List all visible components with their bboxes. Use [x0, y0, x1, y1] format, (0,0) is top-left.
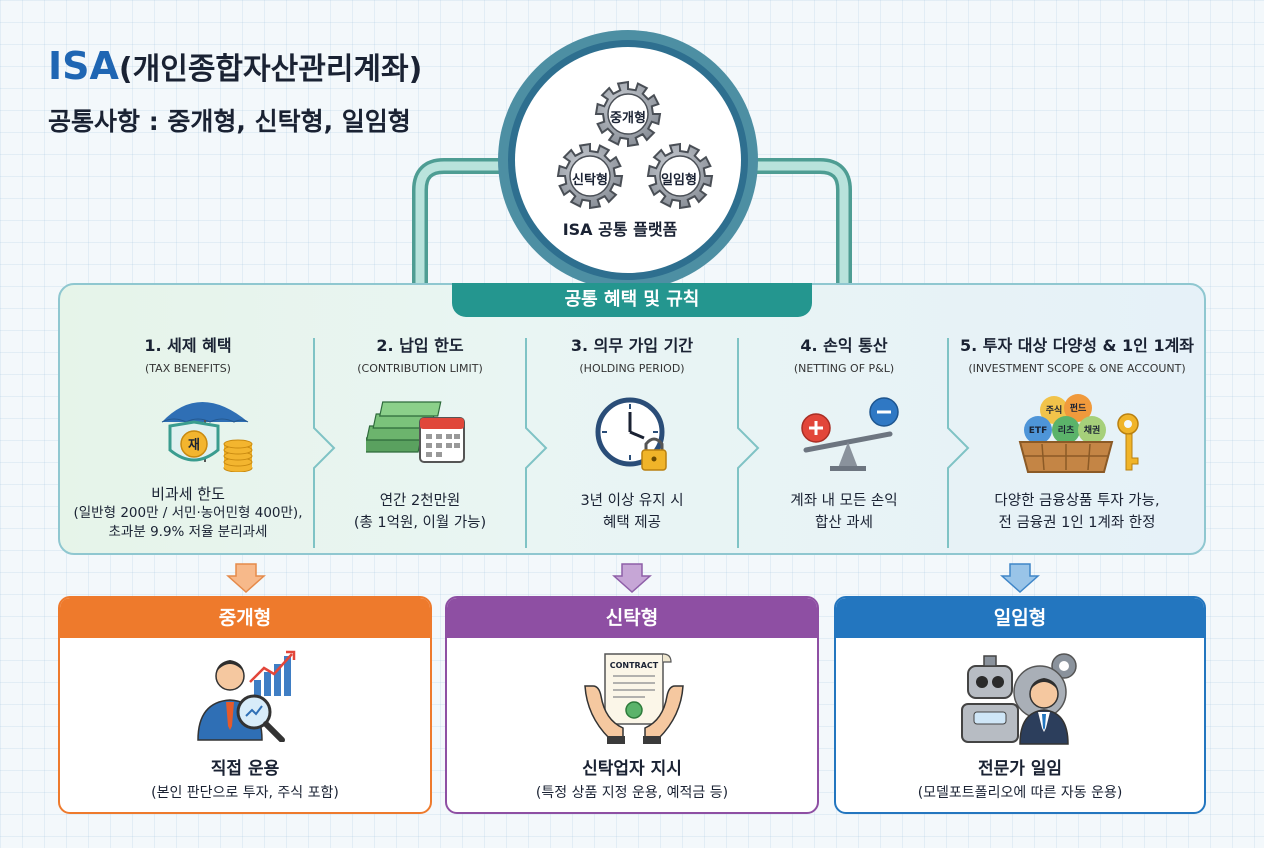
desc-line: 3년 이상 유지 시 — [580, 493, 684, 509]
type-card-header: 신탁형 — [447, 598, 817, 638]
type-card-note: (모델포트폴리오에 따른 자동 운용) — [917, 785, 1123, 801]
down-arrow-icon — [612, 563, 652, 594]
type-card-brokerage: 중개형 직접 운용 (본인 판단으로 투자, 주식 포함) — [58, 596, 432, 814]
type-card-main: 신탁업자 지시 — [582, 759, 682, 779]
type-card-trust: 신탁형 CONTRACT 신탁업자 지시 (특정 상품 지정 운용, 예적금 등… — [445, 596, 819, 814]
desc-line: (일반형 200만 / 서민·농어민형 400만), — [73, 505, 303, 521]
benefit-subtitle: (CONTRIBUTION LIMIT) — [357, 362, 483, 375]
benefit-subtitle: (NETTING OF P&L) — [793, 362, 895, 375]
contract-label: CONTRACT — [610, 661, 659, 670]
type-card-discretionary: 일임형 전문가 일임 (모델포트폴리오에 따른 자동 운용) — [834, 596, 1206, 814]
balance-scale-icon — [801, 397, 899, 471]
chevron-divider — [313, 338, 336, 548]
type-card-main: 전문가 일임 — [977, 759, 1063, 779]
desc-line: (총 1억원, 이월 가능) — [353, 515, 487, 531]
connector-pipes — [412, 158, 852, 293]
benefit-desc: 다양한 금융상품 투자 가능, 전 금융권 1인 1계좌 한정 — [952, 490, 1202, 534]
page-subtitle: 공통사항 : 중개형, 신탁형, 일임형 — [48, 107, 411, 136]
benefit-holding: 3. 의무 가입 기간 (HOLDING PERIOD) 3년 이상 유지 시 … — [534, 332, 730, 547]
type-card-main: 직접 운용 — [210, 759, 280, 779]
down-arrow-icon — [1000, 563, 1040, 594]
basket-label-reits: 리츠 — [1058, 424, 1075, 436]
desc-line: 혜택 제공 — [603, 515, 661, 531]
clock-lock-icon — [595, 397, 667, 471]
desc-line: 비과세 한도 — [151, 485, 225, 503]
benefit-title: 4. 손익 통산 — [800, 336, 888, 355]
benefit-desc: 계좌 내 모든 손익 합산 과세 — [746, 490, 942, 534]
type-card-header: 일임형 — [836, 598, 1204, 638]
platform-circle — [498, 30, 758, 290]
type-card-note: (본인 판단으로 투자, 주식 포함) — [151, 785, 339, 801]
benefit-title: 3. 의무 가입 기간 — [570, 336, 694, 355]
benefit-desc: 연간 2천만원 (총 1억원, 이월 가능) — [322, 490, 518, 534]
benefit-title: 2. 납입 한도 — [376, 336, 464, 355]
page-title: ISA(개인종합자산관리계좌) — [48, 44, 422, 88]
gear-label-trust: 신탁형 — [572, 173, 608, 188]
basket-label-funds: 펀드 — [1070, 402, 1087, 414]
desc-line: 전 금융권 1인 1계좌 한정 — [998, 515, 1156, 531]
basket-label-etf: ETF — [1029, 426, 1047, 436]
benefit-title: 5. 투자 대상 다양성 & 1인 1계좌 — [959, 336, 1195, 355]
chevron-divider — [525, 338, 548, 548]
coin-label: 재 — [188, 438, 200, 453]
desc-line: 연간 2천만원 — [379, 493, 461, 509]
gear-center — [659, 155, 701, 197]
platform-label: ISA 공통 플랫폼 — [562, 220, 678, 239]
robot-advisor-icon — [961, 653, 1077, 745]
investor-magnifier-chart-icon — [197, 650, 296, 742]
desc-line: 계좌 내 모든 손익 — [790, 493, 898, 509]
gear-icon — [556, 80, 714, 210]
investment-basket-icon: 주식 펀드 ETF 리츠 채권 — [1018, 394, 1139, 473]
type-card-note: (특정 상품 지정 운용, 예적금 등) — [535, 785, 729, 801]
cash-calendar-icon — [366, 401, 465, 463]
down-arrow-icon — [226, 563, 266, 594]
desc-line: 합산 과세 — [815, 515, 873, 531]
platform-graphic — [412, 30, 852, 293]
gear-center — [569, 155, 611, 197]
benefit-title: 1. 세제 혜택 — [144, 336, 232, 355]
benefit-desc: 3년 이상 유지 시 혜택 제공 — [534, 490, 730, 534]
gear-center — [607, 93, 649, 135]
basket-label-bonds: 채권 — [1084, 424, 1101, 436]
gear-label-brokerage: 중개형 — [610, 111, 646, 126]
desc-line: 초과분 9.9% 저율 분리과세 — [108, 524, 268, 540]
benefit-scope: 5. 투자 대상 다양성 & 1인 1계좌 (INVESTMENT SCOPE … — [952, 332, 1202, 547]
contract-hands-icon: CONTRACT — [584, 653, 684, 744]
benefit-netting: 4. 손익 통산 (NETTING OF P&L) 계좌 내 모든 손익 합산 … — [746, 332, 942, 547]
chevron-divider — [737, 338, 760, 548]
benefit-subtitle: (HOLDING PERIOD) — [579, 362, 685, 375]
chevron-divider — [947, 338, 970, 548]
benefit-subtitle: (INVESTMENT SCOPE & ONE ACCOUNT) — [968, 362, 1186, 375]
benefit-contribution: 2. 납입 한도 (CONTRIBUTION LIMIT) 연간 2천만원 (총… — [322, 332, 518, 547]
title-rest: (개인종합자산관리계좌) — [118, 52, 423, 87]
benefit-subtitle: (TAX BENEFITS) — [145, 362, 231, 375]
basket-label-stocks: 주식 — [1046, 404, 1063, 416]
type-card-header: 중개형 — [60, 598, 430, 638]
gear-label-discretionary: 일임형 — [661, 173, 697, 188]
desc-line: 다양한 금융상품 투자 가능, — [994, 493, 1160, 509]
common-benefits-header: 공통 혜택 및 규칙 — [452, 283, 812, 317]
benefit-desc: 비과세 한도 (일반형 200만 / 서민·농어민형 400만), 초과분 9.… — [62, 485, 314, 542]
title-isa: ISA — [48, 44, 119, 88]
benefit-tax: 1. 세제 혜택 (TAX BENEFITS) 재 비과세 한도 (일반형 20… — [62, 332, 314, 547]
umbrella-shield-coins-icon: 재 — [161, 402, 253, 472]
